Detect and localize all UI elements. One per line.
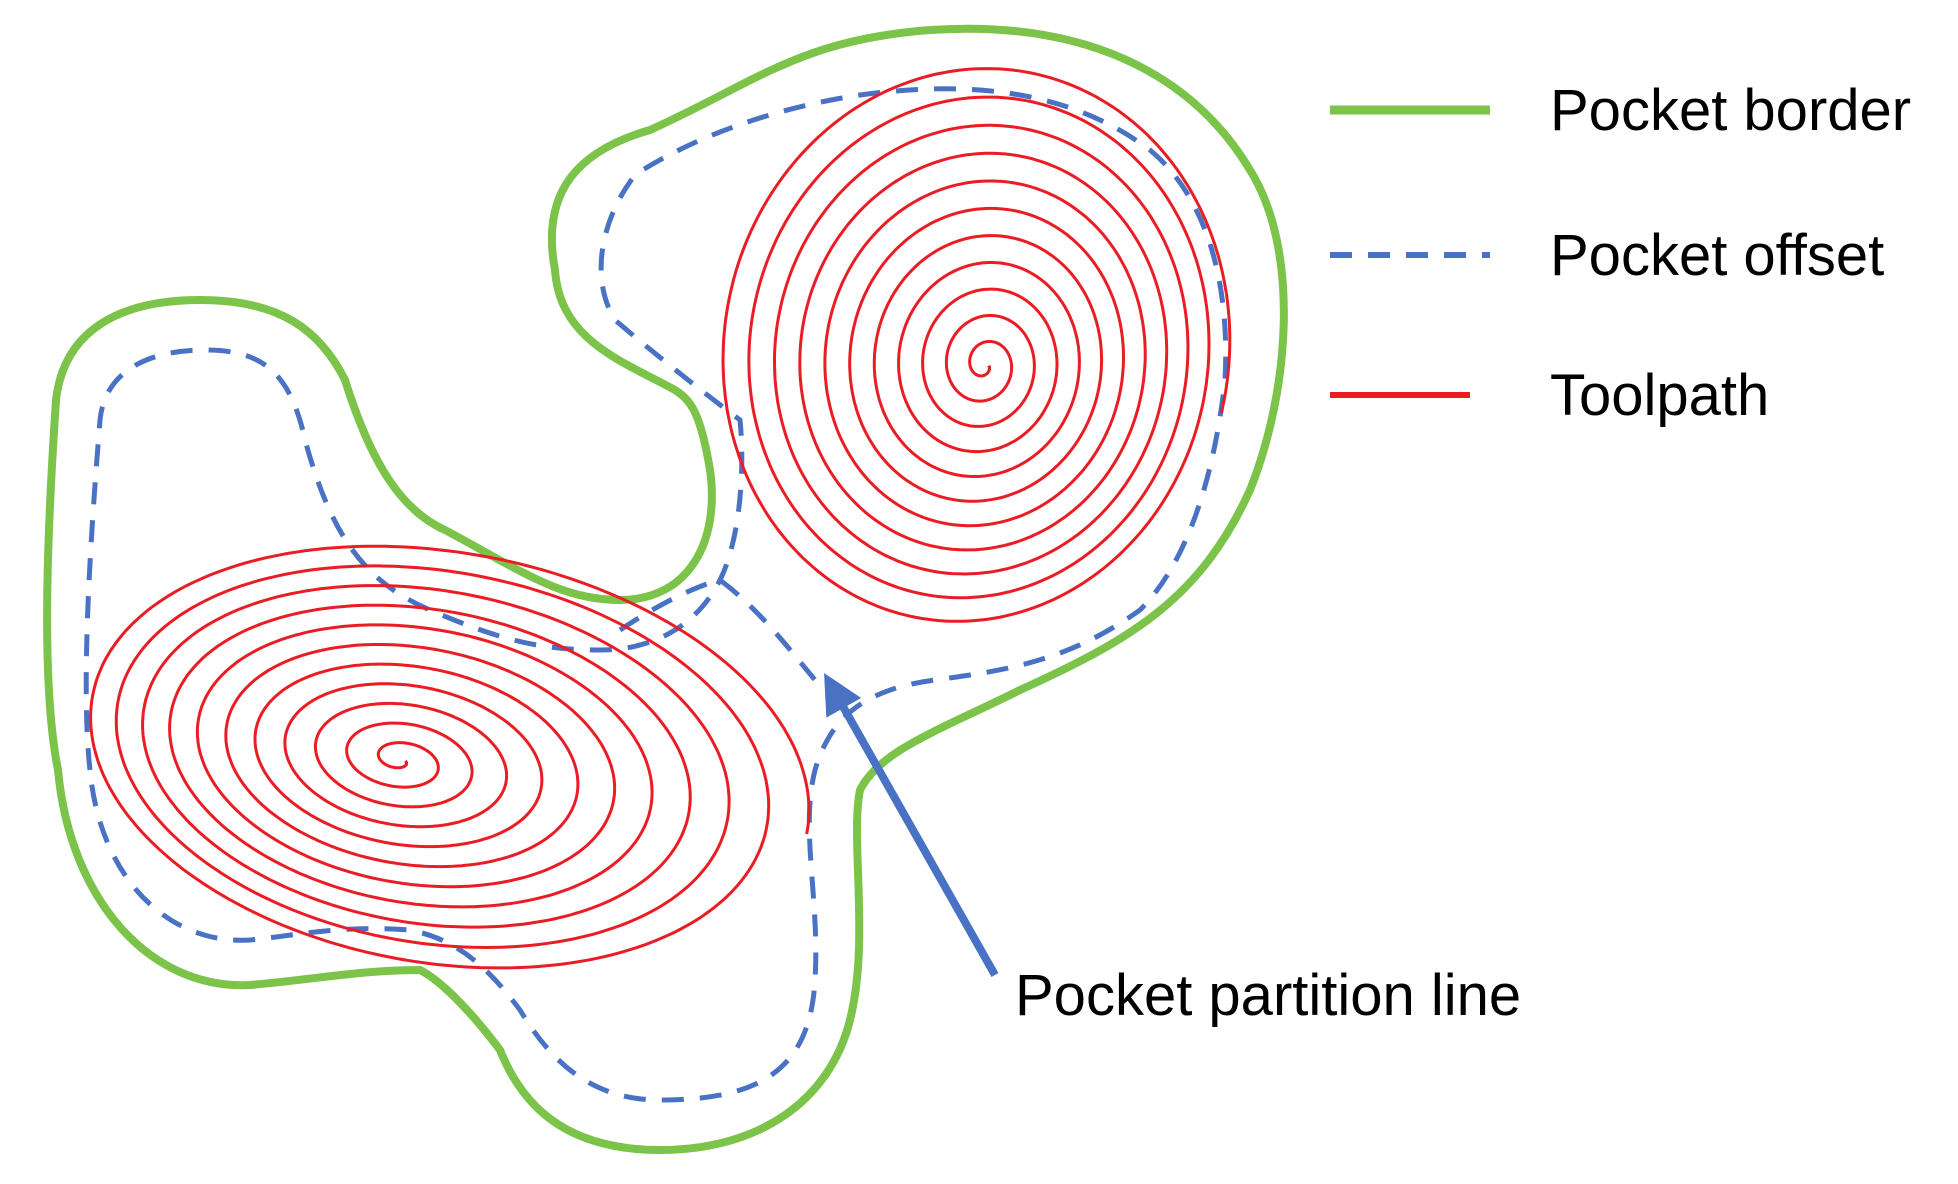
partition-arrow xyxy=(824,673,999,977)
legend: Pocket border Pocket offset Toolpath xyxy=(1330,78,1911,428)
toolpath-left-spiral xyxy=(89,544,811,970)
legend-label-toolpath: Toolpath xyxy=(1550,363,1769,428)
toolpath-right-spiral xyxy=(721,67,1232,623)
pocket-offset xyxy=(83,86,1229,1103)
toolpath-spiral xyxy=(721,67,1232,623)
pocket-border xyxy=(43,24,1288,1154)
partition-line-label: Pocket partition line xyxy=(1015,963,1521,1028)
legend-label-pocket-border: Pocket border xyxy=(1550,78,1911,143)
partition-line xyxy=(618,577,817,682)
toolpath-spiral xyxy=(89,544,811,970)
legend-label-pocket-offset: Pocket offset xyxy=(1550,223,1884,288)
